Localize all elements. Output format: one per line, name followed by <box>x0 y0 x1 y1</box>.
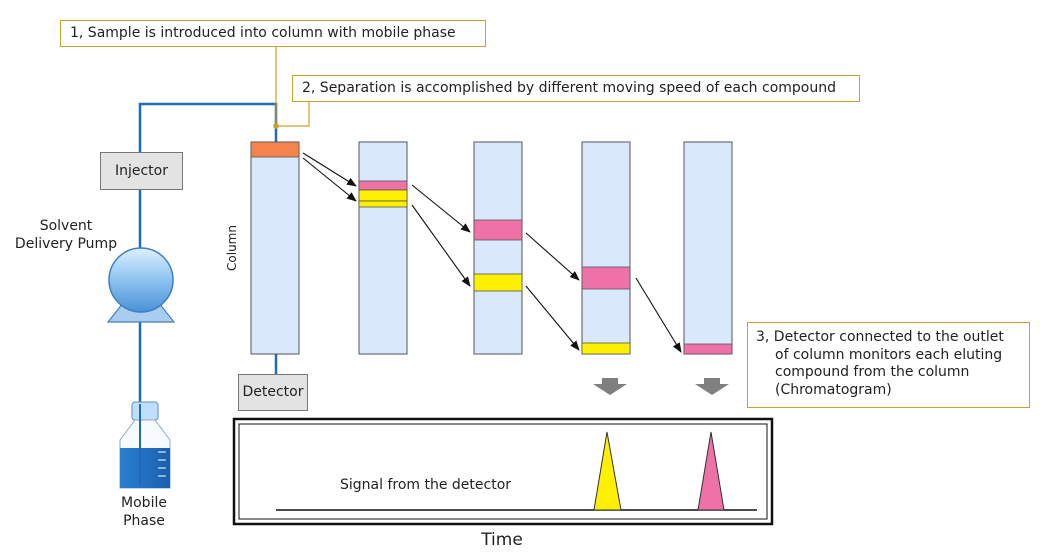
step-3-line-4: (Chromatogram) <box>775 381 892 398</box>
step-3-line-1: 3, Detector connected to the outlet <box>756 329 1004 345</box>
down-arrow-icon <box>695 378 729 395</box>
pink-band <box>473 219 523 241</box>
step-1-text: 1, Sample is introduced into column with… <box>70 25 456 41</box>
pump-label-line-1: Solvent <box>39 218 93 234</box>
pink-band <box>581 266 631 290</box>
mobile-phase-label: Mobile Phase <box>104 494 184 530</box>
injector-label: Injector <box>114 163 168 179</box>
injector-box: Injector <box>100 152 183 190</box>
yellow-band-tail <box>358 200 408 208</box>
yellow-peak <box>593 431 622 511</box>
down-arrow-icon <box>593 378 627 395</box>
pump-label-line-2: Delivery Pump <box>14 236 118 252</box>
step-3-line-3: compound from the column <box>775 364 970 380</box>
yellow-band <box>358 189 408 202</box>
flow-arrows <box>302 152 682 353</box>
step-1-callout: 1, Sample is introduced into column with… <box>60 20 486 47</box>
step-2-text: 2, Separation is accomplished by differe… <box>302 80 836 96</box>
pink-band <box>683 343 733 355</box>
yellow-band <box>581 342 631 355</box>
detector-label: Detector <box>242 384 304 400</box>
column-label: Column <box>225 225 239 271</box>
mobile-phase-line-1: Mobile <box>121 495 167 511</box>
column-stage-3 <box>473 141 523 355</box>
signal-label: Signal from the detector <box>340 477 512 493</box>
column-stage-2 <box>358 141 408 355</box>
step-3-line-2: of column monitors each eluting <box>775 346 1003 363</box>
callout-leader-1 <box>276 102 310 127</box>
time-label: Time <box>481 530 523 550</box>
column-stage-5 <box>683 141 733 355</box>
pump-icon <box>106 247 176 323</box>
yellow-band <box>473 273 523 292</box>
chromatogram-frame <box>232 417 774 526</box>
mobile-phase-line-2: Phase <box>123 513 165 529</box>
column-stage-4 <box>581 141 631 355</box>
injection-point <box>273 123 279 129</box>
sample-band <box>250 141 300 158</box>
step-2-callout: 2, Separation is accomplished by differe… <box>292 75 860 102</box>
bottle-icon <box>119 401 171 489</box>
detector-box: Detector <box>238 374 308 411</box>
step-3-callout: 3, Detector connected to the outlet of c… <box>747 322 1030 408</box>
pink-band <box>358 180 408 191</box>
pump-label: Solvent Delivery Pump <box>0 217 132 253</box>
column-stage-1 <box>250 141 300 355</box>
pink-peak <box>697 431 725 511</box>
